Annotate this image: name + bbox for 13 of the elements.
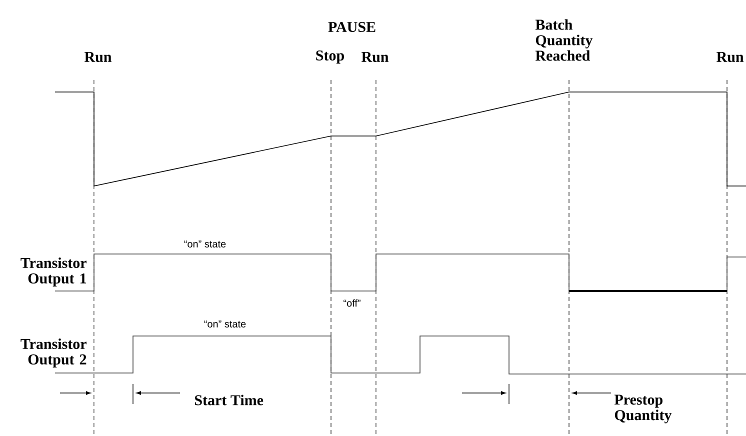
event-label: Stop xyxy=(316,50,344,64)
event-label: Batch Quantity Reached xyxy=(535,19,593,61)
event-label: Run xyxy=(84,52,112,62)
state-label: “on” state xyxy=(204,320,246,328)
signal-label: Transistor Output 1 xyxy=(20,257,86,287)
state-label: “off” xyxy=(344,299,360,307)
heading-label: PAUSE xyxy=(328,22,376,32)
dimension-label: Start Time xyxy=(195,394,264,406)
signal-label: Transistor Output 2 xyxy=(20,338,86,368)
state-label: “on” state xyxy=(184,240,226,248)
event-label: Run xyxy=(362,52,389,62)
event-label: Run xyxy=(716,52,744,62)
dimension-label: Prestop Quantity xyxy=(614,394,672,424)
